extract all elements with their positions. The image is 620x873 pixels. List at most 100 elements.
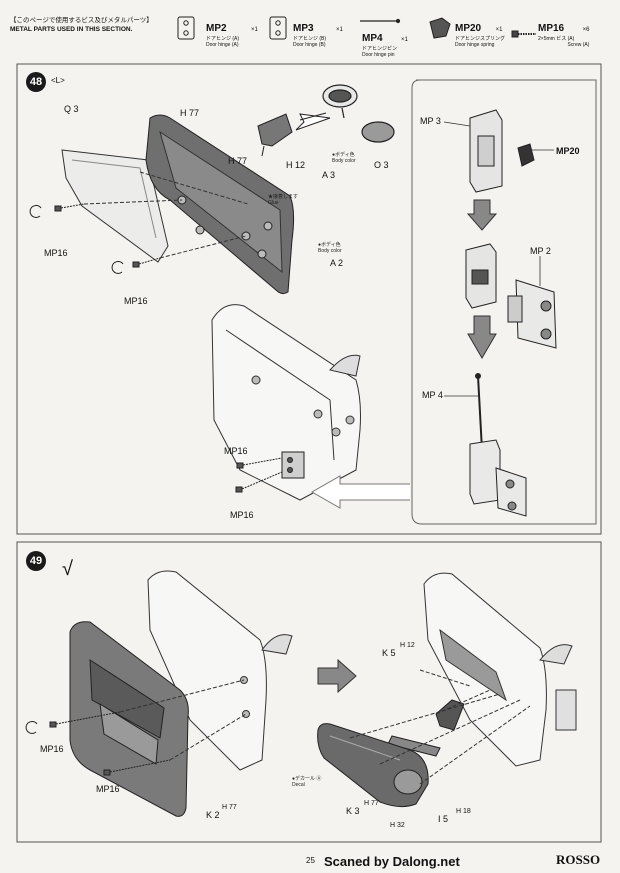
part-mp3-en: Door hinge (B) (293, 42, 326, 48)
label-h32: H 32 (390, 822, 405, 829)
label-q3: Q 3 (64, 104, 79, 114)
leader-lines-48 (443, 121, 554, 397)
label-49-mp16-a: MP16 (40, 744, 64, 754)
part-mp16-en: Screw (A) (567, 42, 590, 48)
note-body-color-1-jp: ●ボディ色 (332, 152, 355, 158)
label-mp4: MP 4 (422, 390, 443, 400)
screw-icons-49 (25, 711, 171, 776)
note-body-color-1: ●ボディ色 Body color (332, 152, 356, 164)
spring-mp20-detail (517, 143, 535, 167)
trim-k3 (317, 723, 429, 808)
label-mp16-c: MP16 (224, 446, 248, 456)
step-49-number: 49 (26, 551, 46, 571)
label-h77-mid: H 77 (228, 156, 248, 166)
label-k3: K 3 (346, 806, 360, 816)
hinge-mp2-detail (507, 279, 557, 349)
part-mp16-qty: ×6 (582, 27, 590, 33)
part-mp20-qty: ×1 (495, 27, 503, 33)
part-mp16-code: MP16 (538, 23, 565, 34)
part-mp3-code: MP3 (293, 23, 314, 34)
screw-icons-48-lower (235, 457, 283, 493)
note-glue: ★接着します Glue (268, 194, 298, 206)
header-title-en: METAL PARTS USED IN THIS SECTION. (10, 26, 133, 33)
part-mp3-qty: ×1 (336, 27, 343, 33)
label-i5: I 5 (438, 814, 449, 824)
label-k2: K 2 (206, 810, 220, 820)
hinge-pin-icon (360, 18, 401, 24)
assembly-lines-49 (119, 679, 247, 761)
label-49-mp16-b: MP16 (96, 784, 120, 794)
note-body-color-2-jp: ●ボディ色 (318, 242, 341, 248)
note-decal-en: Decal (292, 782, 305, 788)
hinge-combined-detail (465, 243, 497, 309)
mirror-housing-h12 (257, 113, 293, 157)
part-mp20-jp: ドアヒンジスプリング (455, 36, 506, 42)
part-mp16: MP16 ×6 2×5mm ビス (A) Screw (A) (538, 18, 589, 48)
note-glue-en: Glue (268, 200, 279, 206)
assembly-arrow-icon (295, 112, 331, 131)
part-mp20: MP20 ×1 ドアヒンジスプリング Door hinge spring (455, 18, 505, 48)
label-h12: H 12 (286, 160, 306, 170)
step-49-frame (16, 541, 602, 843)
label-mp16-b: MP16 (124, 296, 148, 306)
note-body-color-2: ●ボディ色 Body color (318, 242, 342, 254)
part-mp3-jp: ドアヒンジ (B) (293, 36, 327, 42)
label-h18: H 18 (456, 808, 471, 815)
door-assembled-48 (211, 304, 361, 501)
step-48-frame (16, 63, 602, 535)
parts-header: 【このページで使用するビス及びメタルパーツ】 METAL PARTS USED … (10, 12, 608, 50)
label-a2: A 2 (330, 258, 344, 268)
label-49-h12: H 12 (400, 642, 415, 649)
brand-logo: ROSSO (556, 852, 601, 867)
step-48-number: 48 (26, 72, 46, 92)
part-mp2-qty: ×1 (251, 27, 258, 33)
label-k5: K 5 (382, 648, 396, 658)
note-body-color-1-en: Body color (332, 158, 356, 164)
label-h77-top: H 77 (180, 108, 200, 118)
assembly-lines-48 (83, 171, 249, 259)
door-trim-k2 (69, 621, 189, 817)
hinge-small-48 (281, 451, 305, 479)
label-49-h77b: H 77 (364, 800, 379, 807)
door-pocket-k5 (435, 699, 465, 731)
screw-icons-48 (29, 203, 161, 274)
label-o3: O 3 (374, 160, 389, 170)
screw-icon (511, 30, 536, 38)
part-mp16-size-desc: 2×5mm ビス (A) (538, 36, 589, 42)
part-mp4-jp: ドアヒンジピン (362, 46, 398, 52)
part-mp16-jp: ビス (A) (556, 36, 575, 42)
label-mp16-a: MP16 (44, 248, 68, 258)
part-mp4: MP4 ×1 ドアヒンジピン Door hinge pin (362, 28, 408, 58)
step-49-arrow-icon (317, 658, 357, 694)
parts-icons (177, 16, 536, 40)
door-shell-a2 (145, 114, 295, 295)
header-title-jp: 【このページで使用するビス及びメタルパーツ】 (10, 17, 153, 24)
assembly-lines-49-right (349, 669, 531, 785)
part-mp20-code: MP20 (455, 23, 482, 34)
step-48-side: <L> (51, 76, 65, 85)
hinge-detail-panel (411, 79, 597, 525)
hinge-pin-mp4-detail (475, 373, 483, 451)
step-49-check: √ (62, 558, 73, 580)
part-mp20-en: Door hinge spring (455, 42, 495, 48)
note-decal: ●デカール Ⓐ Decal (292, 776, 321, 788)
part-mp2: MP2 ×1 ドアヒンジ (A) Door hinge (A) (206, 18, 258, 48)
mirror-o3 (322, 84, 395, 143)
part-mp3: MP3 ×1 ドアヒンジ (B) Door hinge (B) (293, 18, 343, 48)
part-mp2-code: MP2 (206, 23, 227, 34)
part-mp16-size: 2×5mm (538, 36, 555, 42)
label-mp16-d: MP16 (230, 510, 254, 520)
note-body-color-2-en: Body color (318, 248, 342, 254)
label-mp20: MP20 (556, 146, 580, 156)
label-mp2: MP 2 (530, 246, 551, 256)
down-arrow-2-icon (467, 315, 497, 359)
part-mp4-qty: ×1 (401, 37, 408, 43)
part-mp2-en: Door hinge (A) (206, 42, 239, 48)
hinge-a-icon (177, 16, 195, 40)
note-decal-jp: ●デカール Ⓐ (292, 776, 322, 782)
down-arrow-1-icon (466, 199, 498, 231)
part-mp2-jp: ドアヒンジ (A) (206, 36, 240, 42)
hinge-final-detail (469, 439, 527, 517)
detail-arrow-icon (310, 475, 410, 509)
note-glue-jp: ★接着します (268, 194, 299, 200)
